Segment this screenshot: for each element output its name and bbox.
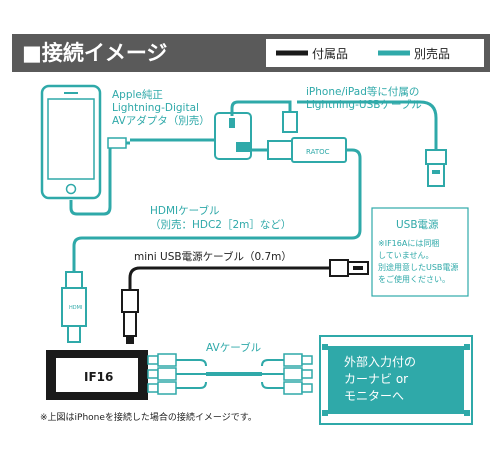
hdmi-cable	[72, 148, 362, 272]
usb-power-title: USB電源	[396, 218, 439, 231]
svg-text:していません。: していません。	[378, 251, 434, 260]
usb-plug-black-icon	[329, 259, 369, 277]
rca-plugs-right	[283, 353, 313, 395]
svg-text:Lightning-Digital: Lightning-Digital	[112, 102, 199, 114]
monitor-text-line1: 外部入力付の	[344, 354, 416, 369]
header-bar: ■接続イメージ 付属品 別売品	[12, 34, 490, 72]
lightning-usb-label: iPhone/iPad等に付属の Lightning-USBケーブル	[306, 85, 422, 111]
svg-text:iPhone/iPad等に付属の: iPhone/iPad等に付属の	[306, 85, 419, 98]
svg-text:HDMIケーブル: HDMIケーブル	[150, 204, 220, 217]
svg-text:Apple純正: Apple純正	[112, 88, 163, 101]
mini-usb-cable	[128, 266, 330, 290]
monitor-text-line3: モニターへ	[344, 389, 404, 403]
rca-plugs-left	[147, 353, 177, 395]
footnote: ※上図はiPhoneを接続した場合の接続イメージです。	[40, 411, 257, 423]
lightning-plug	[107, 137, 127, 149]
svg-text:AVアダプタ（別売）: AVアダプタ（別売）	[112, 114, 210, 127]
legend-included-label: 付属品	[312, 47, 348, 61]
svg-text:Lightning-USBケーブル: Lightning-USBケーブル	[306, 98, 422, 111]
av-cable: AVケーブル	[147, 341, 313, 395]
hdmi-plug-bottom: HDMI	[61, 271, 87, 343]
svg-text:別途用意したUSB電源: 別途用意したUSB電源	[378, 262, 458, 272]
lightning-usb-cable	[230, 100, 292, 116]
mini-usb-plug-icon	[121, 289, 139, 344]
legend: 付属品 別売品	[266, 39, 484, 67]
usb-power-box: USB電源 ※IF16Aには同梱 していません。 別途用意したUSB電源 をご使…	[371, 207, 469, 297]
if16-device: IF16	[46, 350, 148, 400]
usb-a-plug-icon	[425, 149, 447, 187]
legend-sold-separately-label: 別売品	[414, 46, 450, 61]
hdmi-plug-brand: RATOC	[306, 148, 330, 156]
av-adapter	[130, 112, 252, 160]
monitor-icon: 外部入力付の カーナビ or モニターへ	[319, 335, 473, 425]
av-cable-label: AVケーブル	[206, 341, 261, 354]
hdmi-cable-label: HDMIケーブル （別売：HDC2［2m］など）	[150, 204, 291, 231]
svg-text:※IF16Aには同梱: ※IF16Aには同梱	[378, 238, 439, 248]
lightning-usb-plug	[282, 111, 298, 133]
mini-usb-cable-label: mini USB電源ケーブル（0.7m）	[134, 250, 292, 263]
iphone-icon	[40, 84, 102, 200]
svg-text:（別売：HDC2［2m］など）: （別売：HDC2［2m］など）	[150, 218, 291, 231]
hdmi-plug-top: RATOC	[267, 137, 347, 163]
header-title: ■接続イメージ	[22, 41, 167, 65]
av-adapter-label: Apple純正 Lightning-Digital AVアダプタ（別売）	[112, 88, 210, 127]
monitor-text-line2: カーナビ or	[344, 372, 408, 386]
hdmi-connector-text: HDMI	[69, 305, 82, 311]
svg-text:をご使用ください。: をご使用ください。	[378, 274, 450, 284]
if16-label: IF16	[84, 370, 113, 384]
